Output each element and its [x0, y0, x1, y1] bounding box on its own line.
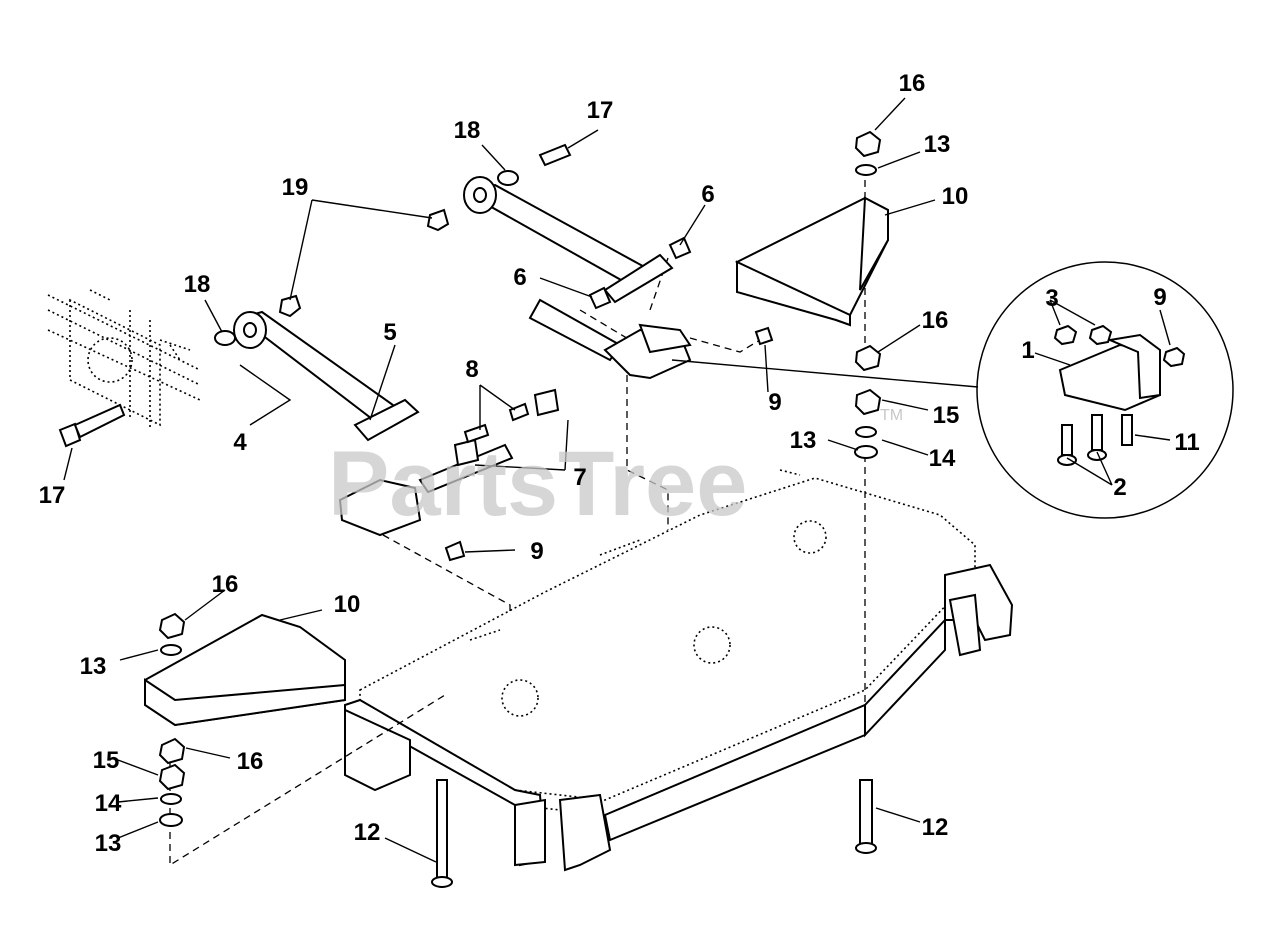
- callout-6-upper: 6: [701, 181, 714, 208]
- callout-14-left: 14: [95, 790, 122, 817]
- deflector-right: [734, 196, 889, 327]
- watermark-text: PartsTree: [328, 433, 747, 535]
- hanger-brackets: [338, 298, 774, 562]
- callout-15-left: 15: [93, 747, 120, 774]
- callout-7: 7: [573, 464, 586, 491]
- callout-18-left: 18: [184, 271, 211, 298]
- callout-labels: 1 2 3 4 5 6 6 7 8 9 9 9 10 10 11 12 12 1…: [39, 70, 1200, 857]
- callout-13-left-lower: 13: [95, 830, 122, 857]
- callout-18-upper: 18: [454, 117, 481, 144]
- callout-17-upper: 17: [587, 97, 614, 124]
- callout-9-upper: 9: [768, 389, 781, 416]
- callout-15-right: 15: [933, 402, 960, 429]
- callout-3: 3: [1045, 285, 1058, 312]
- callout-16-left-lower: 16: [237, 748, 264, 775]
- mower-deck: [344, 469, 1014, 872]
- callout-16-right: 16: [922, 307, 949, 334]
- callout-11: 11: [1174, 429, 1199, 456]
- lift-arm-lower: [214, 294, 420, 442]
- callout-12-right: 12: [922, 814, 949, 841]
- callout-13-left-upper: 13: [80, 653, 107, 680]
- callout-19: 19: [282, 174, 309, 201]
- hardware-right-stack: [854, 130, 882, 854]
- callout-10-right: 10: [942, 183, 969, 210]
- callout-16-left-upper: 16: [212, 571, 239, 598]
- lift-arm-upper: [426, 143, 692, 310]
- callout-13-upper-right: 13: [924, 131, 951, 158]
- callout-14-right: 14: [929, 445, 956, 472]
- leader-lines: [63, 97, 1171, 863]
- callout-17-left: 17: [39, 482, 66, 509]
- watermark: PartsTree TM: [328, 407, 903, 535]
- callout-1: 1: [1021, 337, 1034, 364]
- bolt-17-left: [58, 403, 126, 448]
- hardware-left-stack: [158, 612, 453, 888]
- watermark-tm: TM: [880, 407, 903, 424]
- callout-9-inset: 9: [1153, 284, 1166, 311]
- callout-13-right: 13: [790, 427, 817, 454]
- callout-6-lower: 6: [513, 264, 526, 291]
- callout-10-left: 10: [334, 591, 361, 618]
- callout-8: 8: [465, 356, 478, 383]
- deflector-left: [144, 613, 346, 727]
- tractor-frame: [47, 289, 201, 430]
- callout-5: 5: [383, 319, 396, 346]
- callout-2: 2: [1113, 474, 1126, 501]
- callout-9-lower: 9: [530, 538, 543, 565]
- callout-16-top: 16: [899, 70, 926, 97]
- detail-inset: [671, 261, 1234, 519]
- callout-12-left: 12: [354, 819, 381, 846]
- callout-4: 4: [233, 429, 247, 456]
